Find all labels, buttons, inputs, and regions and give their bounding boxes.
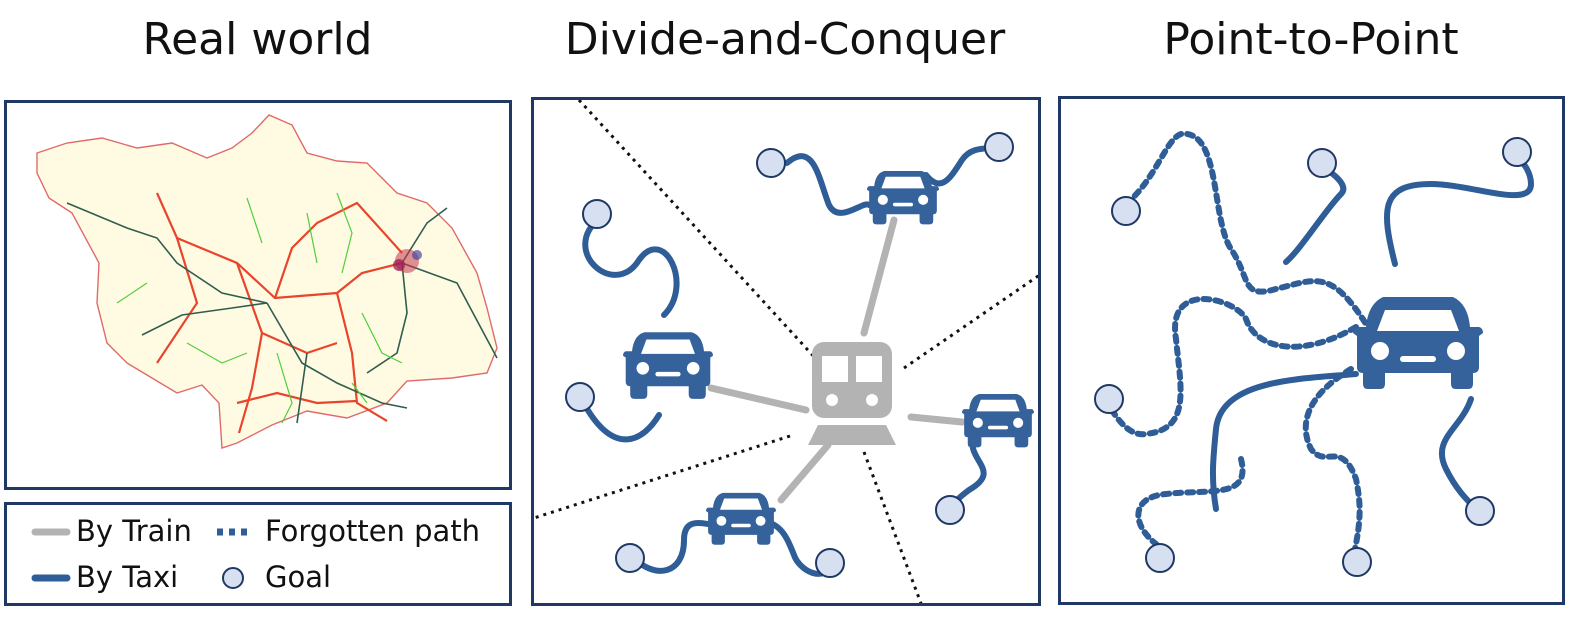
point-to-point-diagram bbox=[1094, 130, 1535, 577]
car-icon-left bbox=[623, 332, 713, 399]
car-icon-bottom bbox=[706, 492, 776, 545]
legend-forgotten-path: Forgotten path bbox=[265, 514, 481, 548]
title-point-to-point: Point-to-Point bbox=[1163, 14, 1459, 65]
legend: By Train By Taxi Forgotten path Goal bbox=[4, 502, 512, 606]
forgotten-paths bbox=[1108, 130, 1369, 557]
car-icon-top bbox=[867, 171, 939, 225]
title-real-world: Real world bbox=[142, 14, 373, 65]
legend-symbols bbox=[31, 528, 253, 589]
road-map bbox=[36, 114, 498, 449]
goal-circle-icons bbox=[1094, 137, 1532, 577]
car-icon-large bbox=[1353, 297, 1483, 389]
train-routes bbox=[707, 216, 966, 504]
region-shape bbox=[36, 114, 498, 449]
divide-and-conquer-diagram bbox=[534, 100, 1038, 603]
main-roads bbox=[155, 192, 403, 434]
legend-goal: Goal bbox=[265, 560, 332, 594]
goal-circle-icon bbox=[222, 567, 244, 589]
goal-circle-icons bbox=[565, 132, 1014, 578]
title-divide-and-conquer: Divide-and-Conquer bbox=[564, 14, 1006, 65]
car-icon-right bbox=[962, 394, 1034, 448]
point-to-point-panel bbox=[1058, 96, 1565, 605]
legend-by-train: By Train bbox=[76, 514, 192, 548]
partition-lines bbox=[534, 100, 1038, 603]
taxi-routes bbox=[1209, 151, 1535, 512]
train-icon bbox=[808, 342, 896, 445]
legend-by-taxi: By Taxi bbox=[76, 560, 179, 594]
divide-and-conquer-panel bbox=[531, 97, 1041, 606]
real-world-panel bbox=[4, 100, 512, 490]
city-cluster bbox=[393, 249, 422, 273]
local-roads bbox=[116, 192, 403, 424]
